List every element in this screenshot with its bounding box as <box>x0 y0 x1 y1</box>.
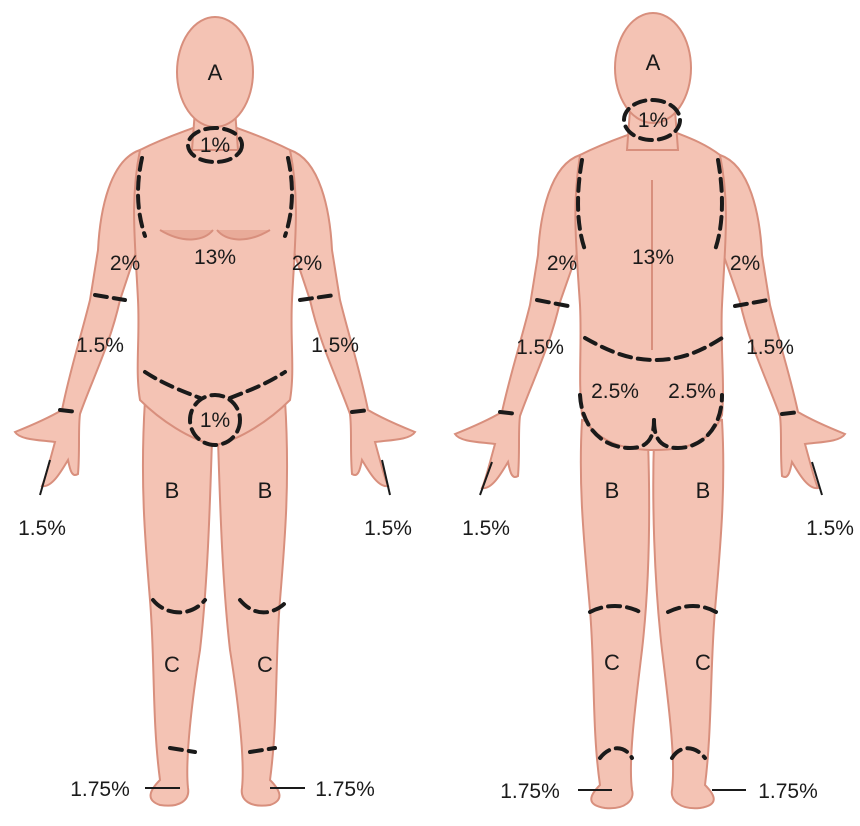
back-left-arm <box>455 155 580 488</box>
back-left-upper-arm-label: 2% <box>547 252 577 275</box>
front-neck-label: 1% <box>200 134 230 157</box>
back-neck-label: 1% <box>638 109 668 132</box>
back-figure: A 1% 13% 2% 2% 1.5% 1.5% 2.5% 2.5% 1.5% … <box>455 13 854 808</box>
back-right-hand-label: 1.5% <box>806 517 854 540</box>
front-right-forearm-label: 1.5% <box>76 334 124 357</box>
front-left-leg-label: C <box>257 652 273 677</box>
back-left-hand-label: 1.5% <box>462 517 510 540</box>
front-right-arm <box>15 150 140 486</box>
front-right-foot-label: 1.75% <box>70 778 130 801</box>
back-right-forearm-label: 1.5% <box>746 336 794 359</box>
front-left-arm <box>290 150 415 486</box>
back-head-label: A <box>646 50 661 75</box>
back-left-buttock-label: 2.5% <box>591 380 639 403</box>
front-left-foot-label: 1.75% <box>315 778 375 801</box>
back-right-thigh-label: B <box>696 478 711 503</box>
front-right-upper-arm-label: 2% <box>110 252 140 275</box>
front-left-forearm-label: 1.5% <box>311 334 359 357</box>
front-genitalia-label: 1% <box>200 409 230 432</box>
back-left-foot-label: 1.75% <box>500 780 560 803</box>
front-right-hand-label: 1.5% <box>18 517 66 540</box>
front-left-leg <box>218 400 287 806</box>
front-right-thigh-label: B <box>165 478 180 503</box>
back-right-leg-label: C <box>695 650 711 675</box>
back-left-leg-label: C <box>604 650 620 675</box>
front-figure: A 1% 13% 2% 2% 1.5% 1.5% 1% 1.5% 1.5% B … <box>15 17 415 806</box>
back-right-upper-arm-label: 2% <box>730 252 760 275</box>
front-head-label: A <box>208 60 223 85</box>
back-right-arm <box>720 155 845 488</box>
back-left-thigh-label: B <box>605 478 620 503</box>
front-trunk-label: 13% <box>194 246 236 269</box>
front-left-hand-label: 1.5% <box>364 517 412 540</box>
back-trunk-label: 13% <box>632 246 674 269</box>
back-right-buttock-label: 2.5% <box>668 380 716 403</box>
back-right-foot-label: 1.75% <box>758 780 818 803</box>
front-left-upper-arm-label: 2% <box>292 252 322 275</box>
front-right-leg-label: C <box>164 652 180 677</box>
back-left-forearm-label: 1.5% <box>516 336 564 359</box>
front-left-thigh-label: B <box>258 478 273 503</box>
